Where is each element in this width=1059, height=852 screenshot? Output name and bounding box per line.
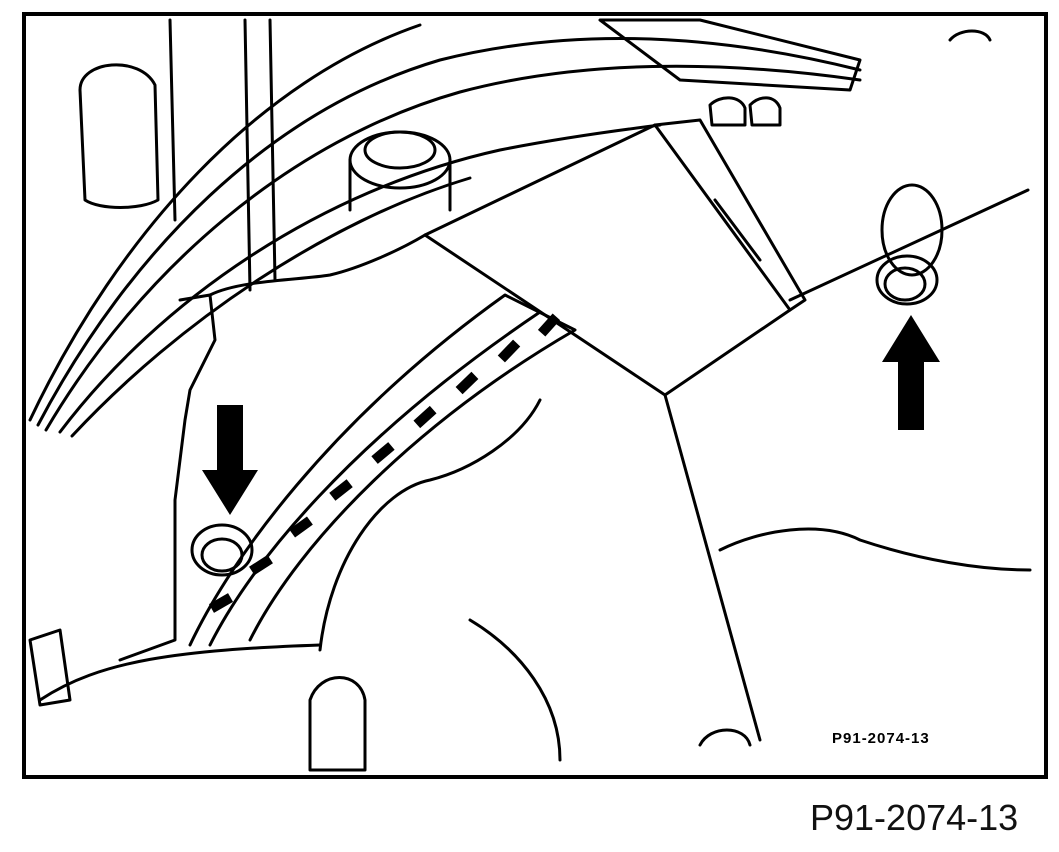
top-tab bbox=[948, 29, 992, 42]
lower-left-panel bbox=[28, 628, 72, 707]
figure-caption: P91-2074-13 bbox=[810, 797, 1019, 838]
top-right-bracket bbox=[598, 18, 862, 92]
fender-arc-outer bbox=[28, 23, 422, 422]
hole-right-inner bbox=[883, 266, 927, 302]
pillar-line-2 bbox=[243, 18, 252, 292]
top-mount-body bbox=[348, 158, 452, 212]
bracket-connector bbox=[713, 198, 762, 262]
fender-arc-5 bbox=[70, 176, 472, 438]
top-clip-1 bbox=[708, 96, 747, 127]
rod-right bbox=[788, 188, 1030, 302]
upper-left-bracket bbox=[78, 63, 160, 209]
inner-panel-edge bbox=[208, 233, 427, 297]
strip-segment bbox=[497, 339, 521, 363]
top-clip-2 bbox=[748, 96, 782, 127]
hole-left-inner bbox=[200, 537, 244, 573]
lower-body-left bbox=[318, 398, 542, 652]
strip-segment bbox=[371, 442, 395, 464]
hole-right-slot bbox=[880, 183, 944, 277]
strip-segment bbox=[455, 371, 479, 395]
hole-left bbox=[190, 523, 254, 577]
pillar-line-3 bbox=[268, 18, 277, 282]
pillar-line-1 bbox=[168, 18, 177, 222]
strip-segment bbox=[249, 554, 273, 576]
hole-right bbox=[875, 254, 939, 306]
strip-segment bbox=[289, 516, 313, 538]
top-mount-ring bbox=[363, 130, 437, 170]
bottom-fitting bbox=[308, 676, 367, 772]
strip-segment bbox=[537, 313, 561, 337]
fender-arc-4 bbox=[58, 123, 662, 434]
arrow-down-icon bbox=[202, 405, 258, 515]
figure-inner-code: P91-2074-13 bbox=[832, 730, 930, 747]
strip-edge-inner bbox=[208, 310, 542, 647]
strip-segment bbox=[413, 405, 437, 429]
floor-line bbox=[38, 643, 322, 702]
inner-panel bbox=[118, 293, 217, 662]
center-bracket-side bbox=[653, 118, 807, 312]
lower-body-right bbox=[663, 393, 762, 742]
strip-segment bbox=[208, 593, 234, 613]
bottom-clip bbox=[698, 728, 752, 747]
strip-segment bbox=[329, 479, 353, 501]
arrow-up-icon bbox=[882, 315, 940, 430]
fender-arc-2 bbox=[36, 37, 862, 427]
right-contour bbox=[718, 527, 1032, 572]
fender-arc-3 bbox=[44, 64, 862, 432]
lower-contour bbox=[468, 618, 562, 762]
figure-frame bbox=[22, 12, 1048, 779]
